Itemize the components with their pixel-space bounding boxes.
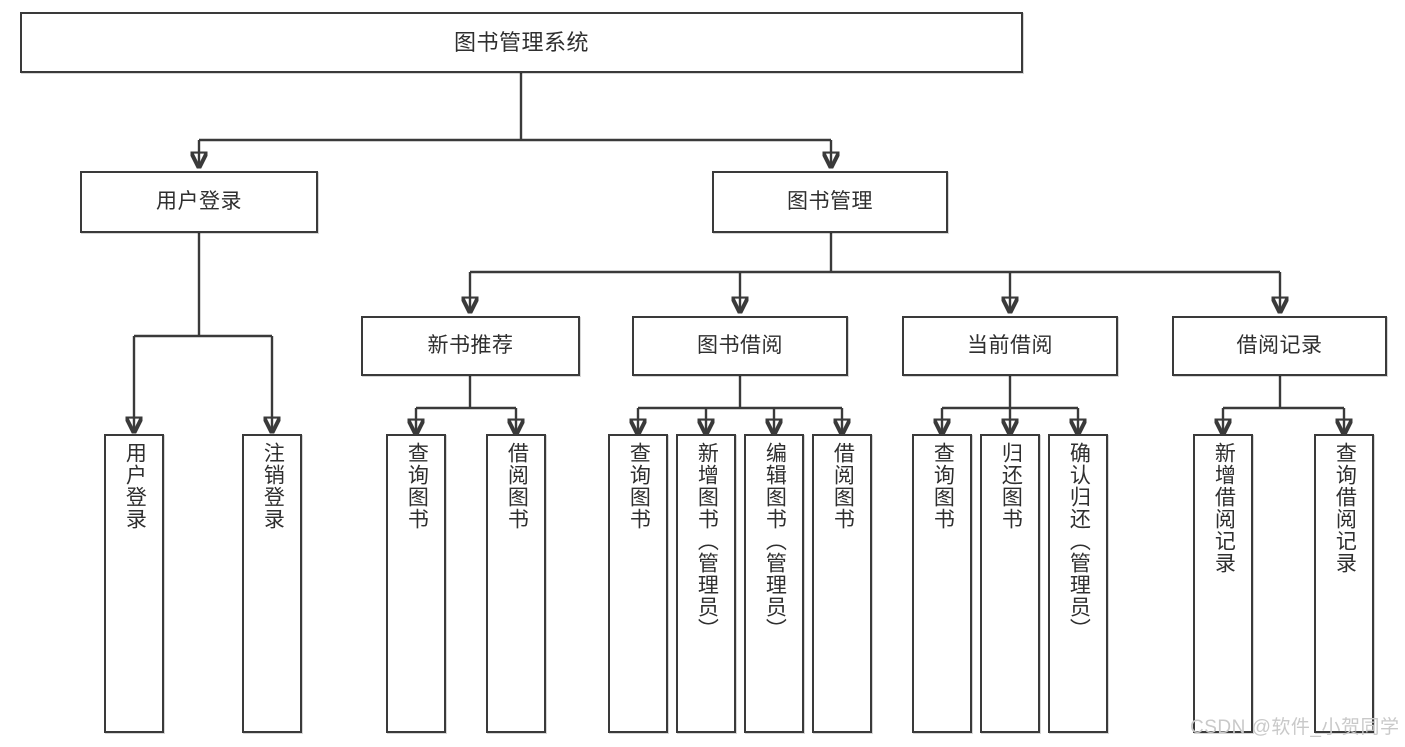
node-label: 新书推荐 bbox=[427, 333, 514, 357]
node-label: 图书管理系统 bbox=[453, 29, 589, 55]
node-label: 图书借阅 bbox=[697, 333, 783, 357]
node-book-borrow[interactable]: 图书借阅 bbox=[632, 316, 848, 376]
node-label: 用户登录 bbox=[156, 189, 242, 213]
node-label: 编辑图书（管理员） bbox=[763, 442, 787, 640]
node-leaf-logout[interactable]: 注销登录 bbox=[242, 434, 302, 733]
node-leaf-query-book-recommend[interactable]: 查询图书 bbox=[386, 434, 446, 733]
node-leaf-add-book-admin[interactable]: 新增图书（管理员） bbox=[676, 434, 736, 733]
node-label: 图书管理 bbox=[787, 189, 873, 213]
node-leaf-borrow-book[interactable]: 借阅图书 bbox=[812, 434, 872, 733]
node-label: 新增借阅记录 bbox=[1212, 442, 1236, 574]
node-book-manage[interactable]: 图书管理 bbox=[712, 171, 948, 233]
node-label: 查询图书 bbox=[931, 442, 955, 530]
node-label: 确认归还（管理员） bbox=[1067, 442, 1091, 640]
node-leaf-query-book-current[interactable]: 查询图书 bbox=[912, 434, 972, 733]
node-label: 用户登录 bbox=[123, 442, 147, 530]
node-label: 当前借阅 bbox=[967, 333, 1053, 357]
node-new-book-recommend[interactable]: 新书推荐 bbox=[361, 316, 580, 376]
node-leaf-add-borrow-record[interactable]: 新增借阅记录 bbox=[1193, 434, 1253, 733]
node-user-login[interactable]: 用户登录 bbox=[80, 171, 318, 233]
node-leaf-query-book-borrow[interactable]: 查询图书 bbox=[608, 434, 668, 733]
node-leaf-borrow-book-recommend[interactable]: 借阅图书 bbox=[486, 434, 546, 733]
node-leaf-user-login[interactable]: 用户登录 bbox=[104, 434, 164, 733]
node-label: 归还图书 bbox=[999, 442, 1023, 530]
node-leaf-edit-book-admin[interactable]: 编辑图书（管理员） bbox=[744, 434, 804, 733]
csdn-watermark: CSDN @软件_小贺同学 bbox=[1190, 717, 1400, 738]
node-label: 查询图书 bbox=[627, 442, 651, 530]
node-label: 注销登录 bbox=[261, 442, 285, 530]
node-borrow-record[interactable]: 借阅记录 bbox=[1172, 316, 1387, 376]
node-label: 查询借阅记录 bbox=[1333, 442, 1357, 574]
node-label: 新增图书（管理员） bbox=[695, 442, 719, 640]
node-root-library-system[interactable]: 图书管理系统 bbox=[20, 12, 1023, 73]
node-leaf-query-borrow-record[interactable]: 查询借阅记录 bbox=[1314, 434, 1374, 733]
node-label: 借阅图书 bbox=[505, 442, 529, 530]
node-current-borrow[interactable]: 当前借阅 bbox=[902, 316, 1118, 376]
node-label: 借阅图书 bbox=[831, 442, 855, 530]
node-leaf-confirm-return-admin[interactable]: 确认归还（管理员） bbox=[1048, 434, 1108, 733]
node-leaf-return-book[interactable]: 归还图书 bbox=[980, 434, 1040, 733]
node-label: 查询图书 bbox=[405, 442, 429, 530]
node-label: 借阅记录 bbox=[1236, 333, 1323, 357]
